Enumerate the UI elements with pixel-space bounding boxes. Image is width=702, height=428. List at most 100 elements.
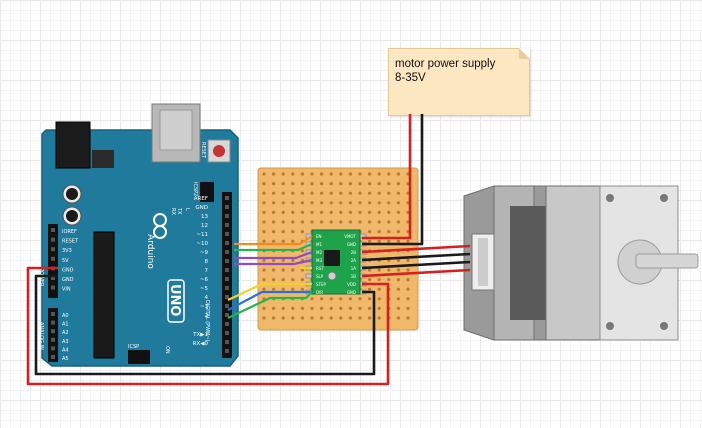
power-label: POWER bbox=[38, 268, 44, 287]
header-pin[interactable] bbox=[225, 295, 229, 299]
header-pin[interactable] bbox=[225, 268, 229, 272]
stripboard-hole bbox=[272, 306, 276, 310]
stripboard-hole bbox=[291, 268, 295, 272]
stripboard-hole bbox=[396, 201, 400, 205]
power-pin-label: RESET bbox=[62, 239, 79, 245]
reset-label: RESET bbox=[200, 142, 206, 159]
stripboard-hole bbox=[262, 306, 266, 310]
icsp-label: ICSP bbox=[128, 344, 139, 350]
stripboard-hole bbox=[339, 191, 343, 195]
reset-button-cap[interactable] bbox=[213, 145, 225, 157]
header-pin[interactable] bbox=[225, 277, 229, 281]
analog-header-pin[interactable] bbox=[51, 355, 55, 359]
digital-header bbox=[222, 192, 232, 358]
analog-header-pin[interactable] bbox=[51, 329, 55, 334]
arduino-board: RESET ICSP2 ICSP Arduino UNO ON TX RX bbox=[38, 103, 239, 367]
stripboard-hole bbox=[358, 316, 362, 320]
analog-header-pin[interactable] bbox=[51, 337, 55, 342]
wire-motor-1a bbox=[361, 260, 471, 270]
header-pin[interactable] bbox=[225, 250, 229, 254]
header-pin[interactable] bbox=[225, 223, 229, 227]
on-label: ON bbox=[164, 346, 170, 354]
digital-pin-label: 4 bbox=[205, 295, 209, 301]
stripboard-hole bbox=[368, 230, 372, 234]
stripboard-hole bbox=[272, 191, 276, 195]
stripboard-hole bbox=[377, 201, 381, 205]
header-pin[interactable] bbox=[225, 322, 229, 326]
power-header-pin[interactable] bbox=[51, 228, 55, 232]
stripboard-hole bbox=[339, 210, 343, 214]
stripboard-hole bbox=[310, 201, 314, 205]
stripboard-hole bbox=[310, 210, 314, 214]
stepper-driver: ENM1M2M3RSTSLPSTEPDIRVMOTGND2B2A1A1BVDDG… bbox=[305, 229, 367, 295]
stripboard-hole bbox=[396, 239, 400, 243]
header-pin[interactable] bbox=[225, 214, 229, 218]
stripboard-hole bbox=[387, 220, 391, 224]
stripboard-hole bbox=[396, 268, 400, 272]
header-pin[interactable] bbox=[225, 205, 229, 209]
stripboard-hole bbox=[396, 258, 400, 262]
stripboard-hole bbox=[377, 316, 381, 320]
stripboard-hole bbox=[262, 220, 266, 224]
stripboard-hole bbox=[358, 201, 362, 205]
stripboard-hole bbox=[300, 287, 304, 291]
note-fold bbox=[519, 48, 530, 59]
header-pin[interactable] bbox=[225, 304, 229, 308]
header-pin[interactable] bbox=[225, 349, 229, 353]
driver-potentiometer[interactable] bbox=[327, 271, 337, 281]
driver-right-pin-label: GND bbox=[347, 242, 356, 247]
stepper-motor bbox=[463, 185, 699, 341]
stripboard-hole bbox=[339, 220, 343, 224]
stripboard-hole bbox=[262, 278, 266, 282]
stripboard-hole bbox=[281, 182, 285, 186]
stripboard-hole bbox=[339, 297, 343, 301]
stripboard-hole bbox=[377, 297, 381, 301]
stripboard-hole bbox=[300, 210, 304, 214]
analog-header-pin[interactable] bbox=[51, 320, 55, 325]
stripboard-hole bbox=[310, 306, 314, 310]
analog-pin-label: A1 bbox=[62, 322, 69, 328]
header-pin[interactable] bbox=[225, 331, 229, 335]
stripboard-hole bbox=[377, 220, 381, 224]
power-header-pin[interactable] bbox=[51, 276, 55, 280]
header-pin[interactable] bbox=[225, 286, 229, 290]
stripboard-hole bbox=[339, 316, 343, 320]
digital-pin-label: GND bbox=[195, 205, 208, 211]
stripboard-hole bbox=[406, 278, 410, 282]
motor-shaft bbox=[635, 253, 699, 269]
stripboard-hole bbox=[377, 191, 381, 195]
analog-header-pin[interactable] bbox=[51, 346, 55, 351]
power-header-pin[interactable] bbox=[51, 285, 55, 290]
analog-pin-label: A4 bbox=[62, 347, 69, 353]
stripboard-hole bbox=[368, 287, 372, 291]
header-pin[interactable] bbox=[225, 313, 229, 317]
stripboard-hole bbox=[272, 278, 276, 282]
power-header-pin[interactable] bbox=[51, 256, 55, 261]
l-label: L bbox=[184, 208, 190, 211]
stripboard-hole bbox=[291, 316, 295, 320]
header-pin[interactable] bbox=[225, 340, 229, 344]
stripboard-hole bbox=[320, 172, 324, 176]
stripboard-hole bbox=[387, 239, 391, 243]
header-pin[interactable] bbox=[225, 196, 229, 200]
driver-left-pin-label: EN bbox=[316, 234, 322, 239]
stripboard-hole bbox=[300, 172, 304, 176]
header-pin[interactable] bbox=[225, 259, 229, 263]
stripboard-hole bbox=[387, 172, 391, 176]
power-header-pin[interactable] bbox=[51, 237, 55, 242]
wires bbox=[26, 114, 471, 386]
header-pin[interactable] bbox=[225, 241, 229, 245]
digital-pin-label: 13 bbox=[201, 214, 208, 220]
stripboard-hole bbox=[262, 230, 266, 234]
header-pin[interactable] bbox=[225, 232, 229, 236]
stripboard-hole bbox=[329, 306, 333, 310]
stripboard-hole bbox=[310, 220, 314, 224]
power-header-pin[interactable] bbox=[51, 247, 55, 252]
analog-header-pin[interactable] bbox=[51, 312, 55, 316]
stripboard-hole bbox=[387, 191, 391, 195]
stripboard-hole bbox=[377, 230, 381, 234]
stripboard-hole bbox=[348, 220, 352, 224]
stripboard-hole bbox=[358, 191, 362, 195]
stripboard-hole bbox=[406, 258, 410, 262]
